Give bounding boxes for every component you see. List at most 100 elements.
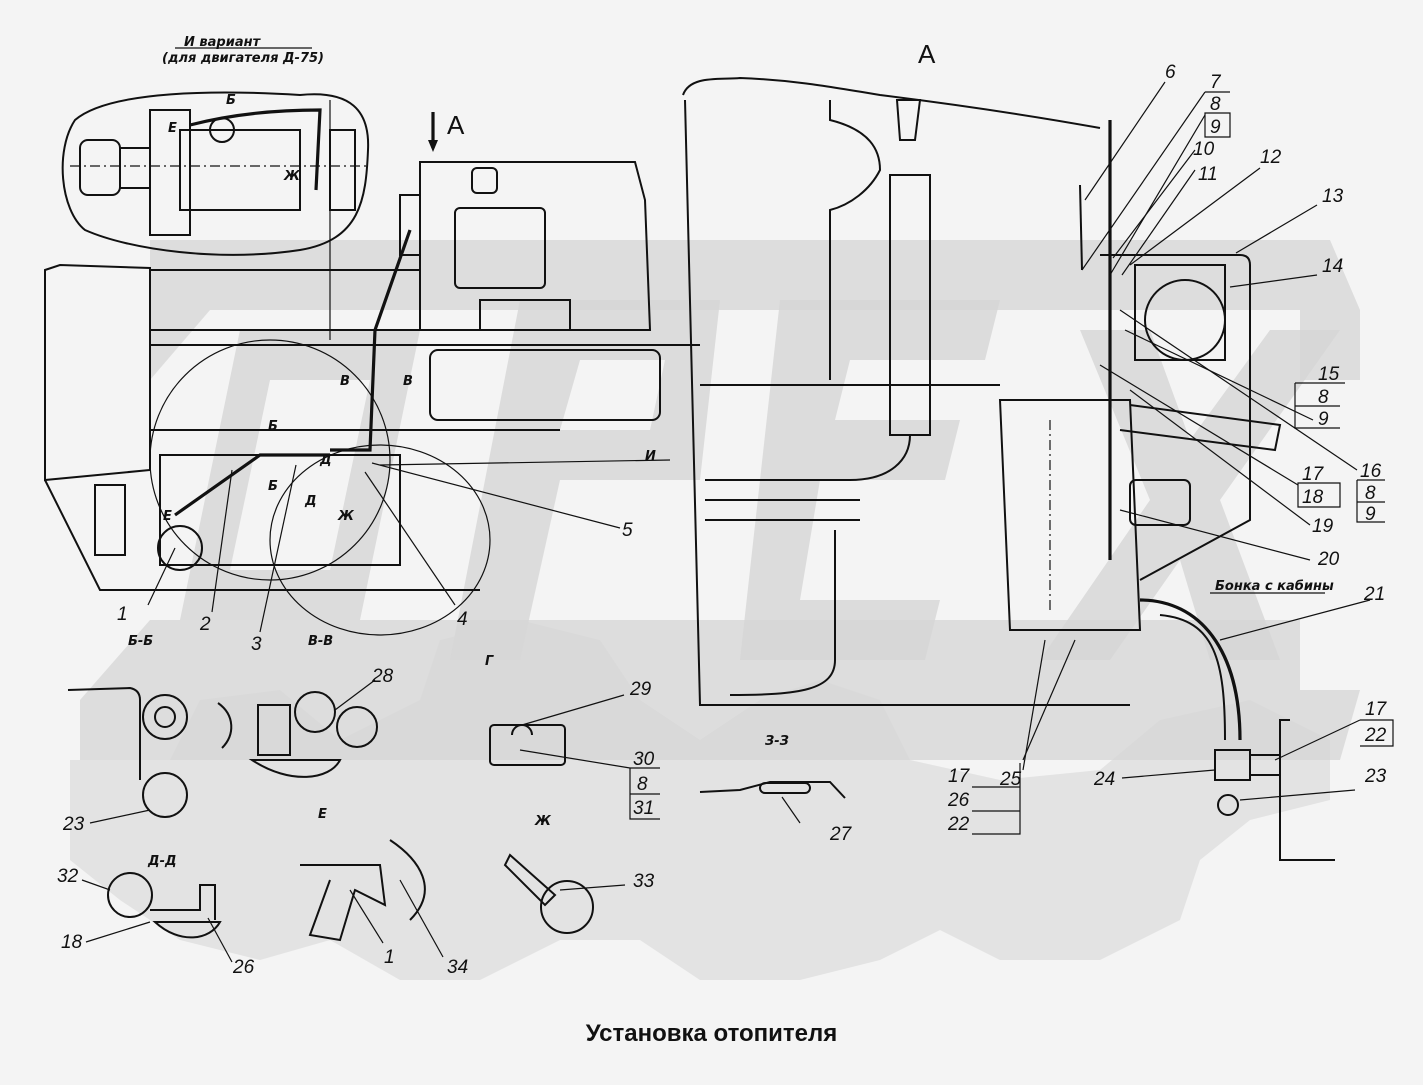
watermark-band-bottom — [80, 620, 1360, 760]
cab-note: Бонка с кабины — [1215, 579, 1334, 594]
variant-note-line1: И вариант — [184, 35, 262, 50]
callout-24: 24 — [1093, 769, 1115, 790]
heater-motor — [1129, 479, 1191, 526]
callout-34: 34 — [447, 957, 468, 978]
zh-sensor-33 — [503, 853, 557, 907]
pulley — [157, 525, 203, 571]
callout-17c: 17 — [948, 766, 971, 787]
callout-17a: 17 — [1302, 464, 1325, 485]
box-30-8-31 — [629, 767, 660, 820]
callout-13: 13 — [1322, 186, 1344, 207]
callout-29: 29 — [629, 679, 652, 700]
heater-housing — [1100, 254, 1251, 581]
watermark-letter-e — [740, 300, 1000, 660]
radiator-panel — [44, 263, 151, 482]
callout-9a: 9 — [1210, 117, 1221, 138]
box-17-26-22 — [972, 763, 1021, 835]
cab-housing — [419, 161, 652, 331]
inset-body-left — [149, 109, 191, 236]
pipe-riser — [330, 229, 412, 452]
inset-mark-e: Е — [168, 121, 177, 136]
callout-16: 16 — [1360, 461, 1382, 482]
callout-14: 14 — [1322, 256, 1343, 277]
inset-pipe — [189, 108, 322, 191]
callout-20: 20 — [1317, 549, 1340, 570]
dd-hook — [217, 702, 233, 749]
callout-22a: 22 — [1364, 725, 1387, 746]
leader-29 — [521, 694, 625, 726]
leader-16 — [1119, 309, 1358, 471]
inset-fitting — [209, 117, 235, 143]
zh-circle — [540, 880, 594, 934]
leader-17-22 — [1274, 719, 1361, 761]
variant-note-line2: (для двигателя Д-75) — [162, 51, 324, 66]
callout-11: 11 — [1198, 164, 1218, 185]
callout-1b: 1 — [384, 947, 395, 968]
watermark-letter-p — [450, 300, 720, 660]
leader-10 — [1112, 149, 1196, 259]
cab-base — [479, 299, 571, 331]
d-clamp-bracket — [150, 884, 216, 920]
mark-g: Г — [485, 654, 494, 669]
label-zz-section: З-З — [765, 734, 789, 749]
mark-v-left: В — [340, 374, 350, 389]
e-pipe-2 — [336, 706, 378, 748]
mark-e: Е — [163, 509, 172, 524]
view-a-outline — [684, 99, 1130, 706]
callout-18a: 18 — [1302, 487, 1324, 508]
cab-block: A A — [419, 39, 936, 421]
leader-18b — [85, 921, 151, 943]
leader-6 — [1084, 81, 1166, 201]
callout-10: 10 — [1193, 139, 1215, 160]
box-7-8-9 — [1204, 91, 1231, 138]
dd-pipe — [154, 706, 176, 728]
clamp-27-band — [759, 782, 811, 794]
cab-heater-body — [454, 207, 546, 289]
leader-11 — [1121, 169, 1196, 276]
callout-31: 31 — [633, 798, 654, 819]
callout-33: 33 — [633, 871, 655, 892]
leader-1b — [349, 889, 384, 944]
watermark — [70, 240, 1360, 980]
hose-21 — [1139, 598, 1242, 741]
leader-23b — [89, 809, 151, 824]
leader-7 — [1081, 91, 1206, 271]
leader-3 — [259, 464, 297, 633]
watermark-letter-o — [180, 330, 420, 620]
inset-neck — [119, 147, 151, 189]
heater-assembly: Бонка с кабины — [998, 120, 1335, 861]
box-17-22 — [1360, 719, 1394, 747]
label-dd-section: Д-Д — [147, 854, 177, 869]
section-i-line — [379, 459, 671, 466]
inset-body — [179, 129, 301, 211]
mark-zh: Ж — [337, 509, 355, 524]
callout-8b: 8 — [1318, 387, 1329, 408]
callout-15: 15 — [1318, 364, 1340, 385]
view-a-hose-bottom — [729, 530, 836, 696]
e-tap-plate — [389, 839, 426, 921]
leader-32 — [81, 879, 111, 891]
callout-2: 2 — [199, 614, 211, 635]
detail-circle-main — [149, 339, 391, 581]
frame-bottom — [44, 479, 480, 591]
callout-4: 4 — [457, 609, 468, 630]
d-clamp-32 — [107, 872, 153, 918]
view-a-label: A — [918, 39, 936, 69]
dd-bracket — [67, 686, 141, 780]
dd-pipe-ring — [142, 694, 188, 740]
view-a-hose-top — [705, 434, 911, 481]
callout-8c: 8 — [1365, 483, 1376, 504]
leader-20 — [1119, 509, 1311, 561]
leader-28 — [334, 679, 376, 711]
e-tap-1 — [300, 864, 387, 942]
leader-34 — [399, 879, 444, 958]
leader-30 — [519, 749, 631, 769]
box-16-8-9 — [1356, 479, 1385, 523]
leader-24 — [1121, 769, 1216, 779]
bolt-6 — [1079, 184, 1083, 271]
fuel-pipe — [174, 453, 330, 517]
callout-23a: 23 — [1364, 766, 1387, 787]
inset-flange — [79, 139, 121, 196]
page-title: Установка отопителя — [585, 1020, 838, 1047]
callout-8d: 8 — [637, 774, 648, 795]
